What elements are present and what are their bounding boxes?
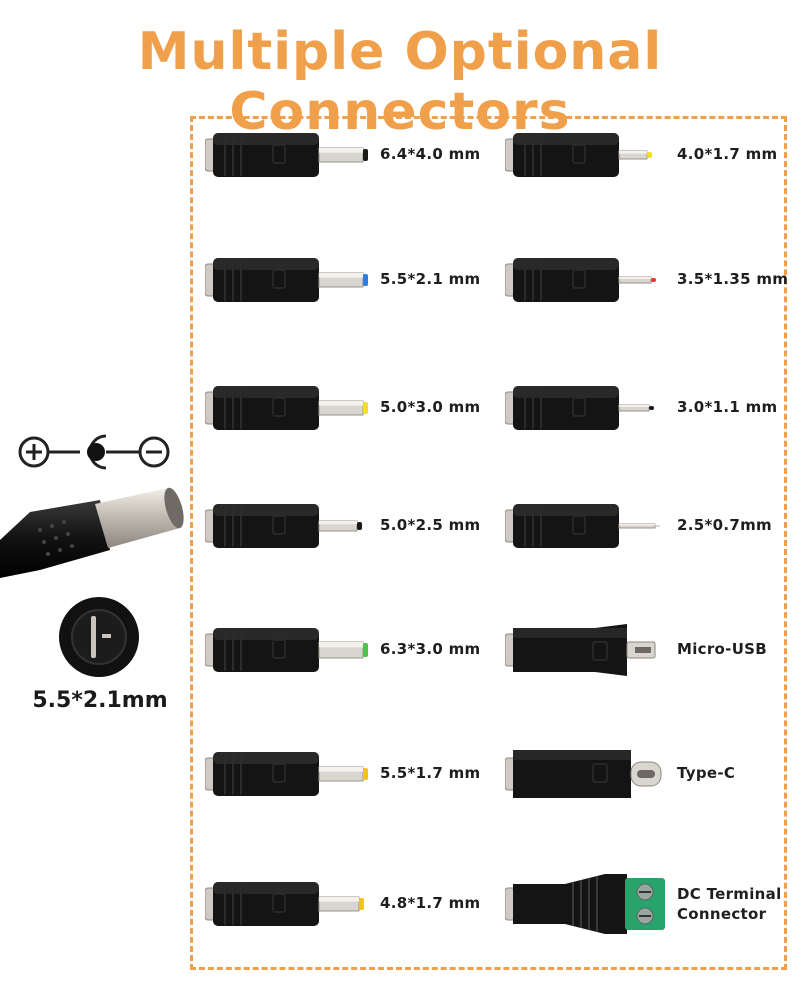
connector-tip-right-6: Type-C [505,744,787,814]
connector-image [505,133,652,177]
connector-size-label: 5.0*2.5 mm [380,516,481,534]
connector-image [205,258,368,302]
page-title: Multiple Optional Connectors [137,22,663,142]
connector-image [505,874,665,934]
connector-image [205,628,368,672]
connector-image [205,386,368,430]
connector-tip-right-3: 3.0*1.1 mm [505,378,787,448]
connector-tip-left-6: 5.5*1.7 mm [205,744,495,814]
connector-image [505,504,660,548]
connector-size-label: 2.5*0.7mm [677,516,772,534]
connector-image [505,258,656,302]
connector-size-label: 5.0*3.0 mm [380,398,481,416]
main-plug-size-label: 5.5*2.1mm [32,688,168,713]
connector-label-line-2: Connector [677,905,767,923]
connector-image [505,750,662,798]
polarity-diagram [18,434,170,470]
main-dc-plug-image [0,487,184,578]
plus-icon [18,436,50,468]
connector-tip-left-1: 6.4*4.0 mm [205,125,495,195]
connector-size-label: 6.3*3.0 mm [380,640,481,658]
connector-image [505,624,656,676]
connector-label-line-1: DC Terminal [677,885,782,903]
connector-size-label: 4.0*1.7 mm [677,145,778,163]
connector-tip-left-2: 5.5*2.1 mm [205,250,495,320]
connectors-frame [190,116,787,970]
connector-tip-right-2: 3.5*1.35 mm [505,250,789,320]
connector-image [205,752,368,796]
connector-image [505,386,654,430]
connector-size-label: 5.5*1.7 mm [380,764,481,782]
connector-size-label: Type-C [677,764,736,782]
connector-tip-right-4: 2.5*0.7mm [505,496,787,566]
connector-image [205,133,368,177]
connector-size-label: 3.0*1.1 mm [677,398,778,416]
connector-image [205,504,362,548]
minus-icon [138,436,170,468]
connector-tip-right-5: Micro-USB [505,620,787,690]
plug-end-view-image [59,597,139,677]
connector-size-label: 6.4*4.0 mm [380,145,481,163]
connector-tip-left-4: 5.0*2.5 mm [205,496,495,566]
connector-size-label: 4.8*1.7 mm [380,894,481,912]
connector-tip-left-5: 6.3*3.0 mm [205,620,495,690]
center-positive-icon [87,434,107,470]
connector-tip-left-3: 5.0*3.0 mm [205,378,495,448]
connector-size-label: Micro-USB [677,640,768,658]
connector-image [205,882,364,926]
connector-tip-left-7: 4.8*1.7 mm [205,874,495,944]
connector-size-label: 5.5*2.1 mm [380,270,481,288]
connector-tip-right-1: 4.0*1.7 mm [505,125,787,195]
connector-size-label: 3.5*1.35 mm [677,270,789,288]
